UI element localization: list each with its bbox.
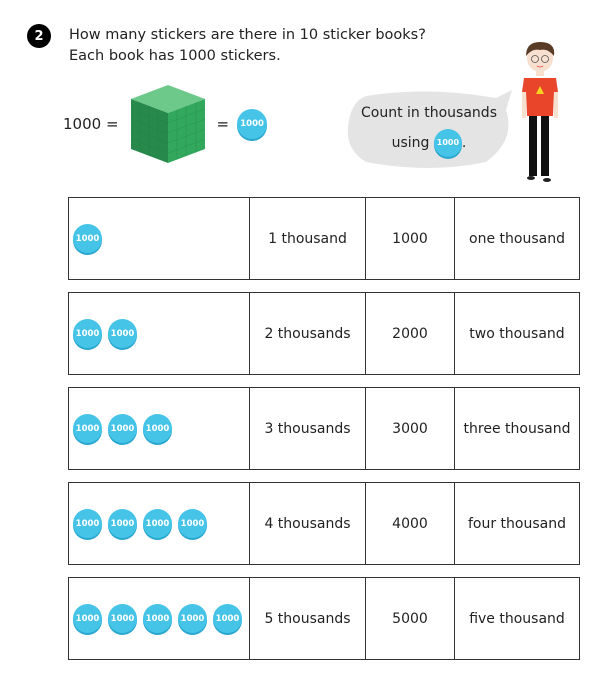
equation-equals: = [216, 115, 230, 133]
thousand-counter-icon: 1000 [108, 509, 137, 538]
speech-bubble-text: Count in thousands using 1000. [346, 98, 512, 158]
bubble-using-text: using [391, 135, 430, 151]
thousand-counter-icon: 1000 [73, 509, 102, 538]
thousand-counter-icon: 1000 [73, 604, 102, 633]
equation-left: 1000 = [63, 115, 119, 133]
thousand-counter-icon: 1000 [73, 414, 102, 443]
words-cell: one thousand [454, 198, 579, 279]
thousand-counter-icon: 1000 [108, 604, 137, 633]
thousand-counter-icon: 1000 [143, 414, 172, 443]
words-cell: three thousand [454, 388, 579, 469]
child-character-illustration [522, 42, 558, 182]
words-cell: two thousand [454, 293, 579, 374]
speech-bubble [347, 90, 512, 168]
thousand-cube-icon [130, 85, 205, 163]
words-cell: five thousand [454, 578, 579, 659]
question-line-2: Each book has 1000 stickers. [69, 48, 281, 64]
bubble-line-1: Count in thousands [361, 105, 497, 121]
bubble-line-2: using 1000. [346, 128, 512, 158]
numeral-cell: 5000 [365, 578, 454, 659]
numeral-cell: 2000 [365, 293, 454, 374]
equation: 1000 = = 1000 [63, 84, 268, 164]
thousand-counter-icon: 1000 [73, 319, 102, 348]
words-num-cell: 2 thousands [249, 293, 365, 374]
thousand-counter-icon: 1000 [73, 224, 102, 253]
thousand-counter-icon: 1000 [213, 604, 242, 633]
thousand-counter-icon: 1000 [178, 509, 207, 538]
thousand-counter-icon: 1000 [108, 319, 137, 348]
numeral-cell: 3000 [365, 388, 454, 469]
thousand-counter-icon: 1000 [433, 129, 462, 157]
thousand-counter-icon: 1000 [108, 414, 137, 443]
bubble-period: . [461, 135, 467, 151]
question-text: How many stickers are there in 10 sticke… [69, 25, 426, 67]
thousand-counter-icon: 1000 [237, 109, 268, 139]
numeral-cell: 4000 [365, 483, 454, 564]
words-num-cell: 4 thousands [249, 483, 365, 564]
words-num-cell: 1 thousand [249, 198, 365, 279]
counters-cell: 1000 [69, 198, 249, 279]
words-num-cell: 5 thousands [249, 578, 365, 659]
question-number-badge: 2 [27, 24, 51, 48]
thousand-counter-icon: 1000 [178, 604, 207, 633]
numeral-cell: 1000 [365, 198, 454, 279]
question-line-1: How many stickers are there in 10 sticke… [69, 27, 426, 43]
thousand-counter-icon: 1000 [143, 509, 172, 538]
words-num-cell: 3 thousands [249, 388, 365, 469]
words-cell: four thousand [454, 483, 579, 564]
thousand-counter-icon: 1000 [143, 604, 172, 633]
